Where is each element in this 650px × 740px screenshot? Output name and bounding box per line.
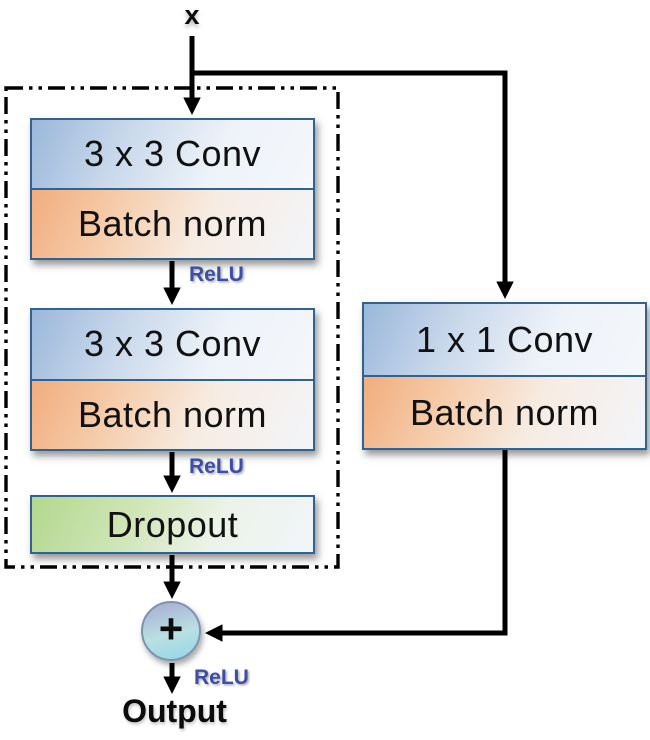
relu-label-1: ReLU — [189, 263, 244, 286]
dropout-layer-label: Dropout — [32, 497, 313, 552]
batchnorm1-layer-label: Batch norm — [32, 188, 313, 258]
conv-block-2: 3 x 3 Conv Batch norm — [30, 308, 315, 451]
relu-label-2: ReLU — [189, 455, 244, 478]
conv1-layer-label: 3 x 3 Conv — [32, 120, 313, 188]
add-node: + — [141, 601, 201, 661]
dropout-block: Dropout — [30, 495, 315, 554]
relu-label-3: ReLU — [194, 666, 249, 689]
shortcut-conv-block: 1 x 1 Conv Batch norm — [362, 302, 647, 450]
shortcut-batchnorm-layer-label: Batch norm — [364, 375, 645, 448]
shortcut-conv-layer-label: 1 x 1 Conv — [364, 304, 645, 375]
conv2-layer-label: 3 x 3 Conv — [32, 310, 313, 379]
output-label: Output — [122, 693, 227, 729]
conv-block-1: 3 x 3 Conv Batch norm — [30, 118, 315, 260]
batchnorm2-layer-label: Batch norm — [32, 378, 313, 449]
input-label: x — [184, 0, 200, 30]
